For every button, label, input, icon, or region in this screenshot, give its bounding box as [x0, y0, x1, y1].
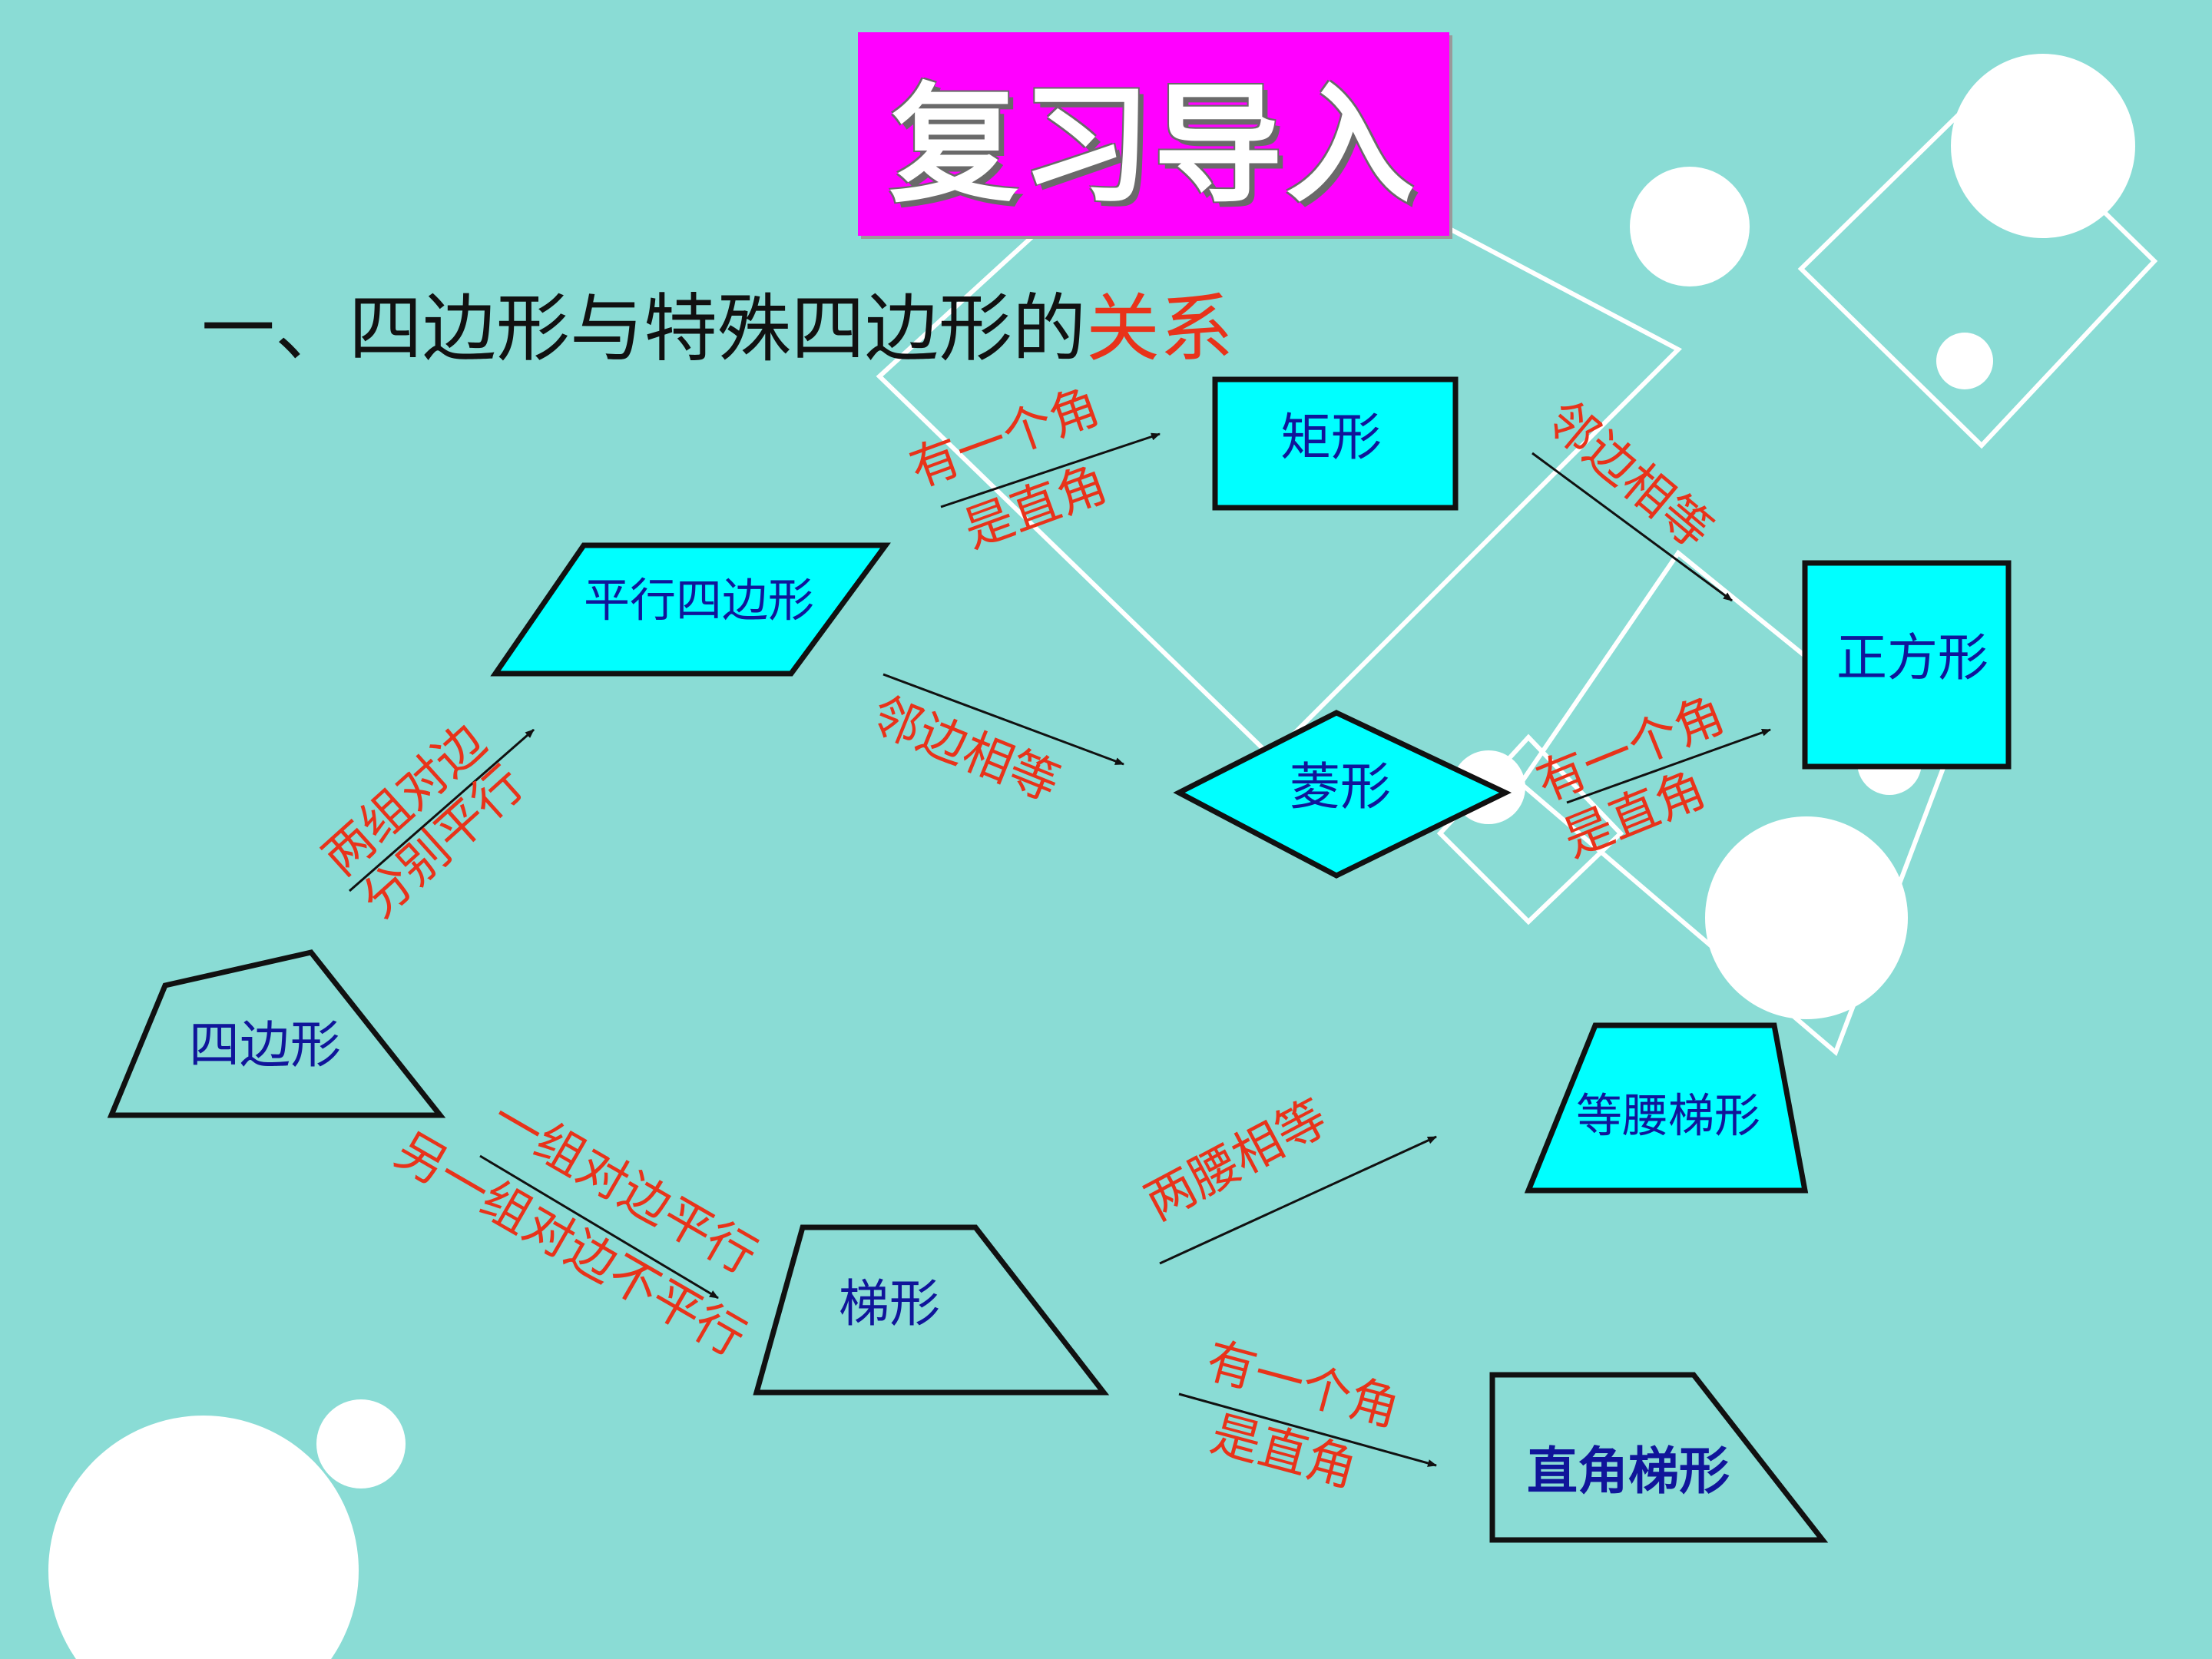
- square-shape: [1802, 560, 2012, 770]
- arrow-quad-to-parallelogram: [349, 728, 535, 892]
- node-label-square: 正方形: [1836, 628, 1988, 687]
- decor-circle: [1705, 816, 1908, 1019]
- node-label-isosceles-trapezoid: 等腰梯形: [1576, 1090, 1760, 1144]
- decor-circle: [48, 1416, 359, 1659]
- node-label-trapezoid: 梯形: [839, 1274, 940, 1333]
- node-label-rectangle: 矩形: [1280, 408, 1382, 467]
- arrow-trapezoid-to-isosceles: [1159, 1135, 1437, 1265]
- decor-circle: [1630, 167, 1750, 286]
- title-banner: 复习导入: [858, 32, 1449, 236]
- parallelogram-shape: [490, 542, 891, 677]
- section-heading-text: 一、四边形与特殊四边形的: [201, 286, 1086, 372]
- arrow-quad-to-trapezoid: [479, 1154, 719, 1300]
- arrow-rhombus-to-square: [1566, 728, 1771, 804]
- node-labels: 四边形 平行四边形 矩形 菱形 正方形 梯形 等腰梯形 直角梯形: [189, 408, 1988, 1501]
- arrow-parallelogram-to-rhombus: [882, 673, 1124, 766]
- isosceles-trapezoid-shape: [1524, 1022, 1809, 1194]
- decor-circle: [316, 1399, 406, 1488]
- arrow-trapezoid-to-right: [1178, 1392, 1437, 1467]
- diagram-nodes: [107, 376, 2012, 1543]
- node-label-parallelogram: 平行四边形: [584, 575, 814, 628]
- quadrilateral-shape: [107, 949, 446, 1118]
- right-trapezoid-shape: [1489, 1372, 1829, 1543]
- node-label-quadrilateral: 四边形: [189, 1015, 341, 1075]
- decor-circle: [1936, 333, 1993, 389]
- edge-label-trapezoid-isosceles: 两腰相等: [1136, 1089, 1336, 1232]
- section-heading: 一、四边形与特殊四边形的关系: [201, 269, 1233, 376]
- arrow-rectangle-to-square: [1532, 452, 1733, 602]
- rectangle-shape: [1212, 376, 1459, 511]
- arrow-parallelogram-to-rectangle: [940, 432, 1161, 508]
- rhombus-shape: [1173, 710, 1512, 879]
- slide-title: 复习导入: [889, 70, 1418, 220]
- trapezoid-shape: [753, 1224, 1110, 1396]
- node-label-right-trapezoid: 直角梯形: [1527, 1442, 1730, 1501]
- decor-circle: [1951, 54, 2135, 238]
- diagram-arrows: [349, 432, 1771, 1467]
- node-label-rhombus: 菱形: [1290, 757, 1391, 816]
- section-heading-highlight: 关系: [1086, 286, 1233, 372]
